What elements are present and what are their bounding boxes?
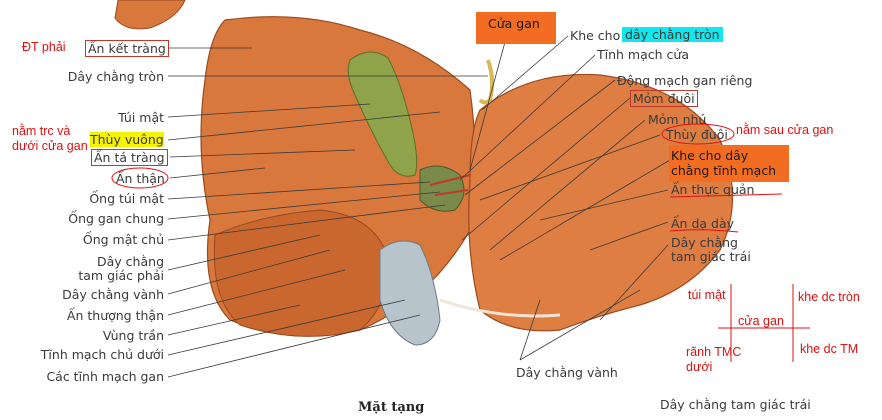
label-tinh-mach-cua: Tĩnh mạch cửa xyxy=(597,47,689,62)
annotation-khe-dc-tm: khe dc TM xyxy=(800,342,859,356)
bare-area xyxy=(213,209,388,337)
inferior-vena-cava xyxy=(379,240,441,346)
label-thuy-duoi: Thùy đuôi xyxy=(666,127,728,142)
label-khe-cho-day-chang-tinh-mach-line1: Khe cho dây xyxy=(671,148,749,163)
label-khe-cho-day-chang-tinh-mach-line2: chằng tĩnh mạch xyxy=(671,163,777,178)
label-ong-tui-mat: Ống túi mật xyxy=(89,191,164,206)
label-day-chang-tam-giac-phai-1: Dây chằng xyxy=(97,254,164,269)
label-day-chang-tam-giac-trai-bottom: Dây chằng tam giác trái xyxy=(660,397,811,412)
label-vung-tran: Vùng trần xyxy=(102,328,164,343)
leader-lines-right xyxy=(459,35,671,361)
hilum-structures xyxy=(419,165,465,212)
round-ligament xyxy=(478,59,495,105)
annotation-nam-trc-1: nằm trc và xyxy=(12,124,71,138)
gallbladder xyxy=(347,51,418,177)
an-than-ellipse xyxy=(111,167,169,189)
diagram-title: Mặt tạng xyxy=(358,400,425,415)
label-day-chang-vanh-bottom: Dây chằng vành xyxy=(516,365,618,380)
label-mom-nhu: Mỏm nhú xyxy=(648,112,707,127)
label-day-chang-tam-giac-trai-2: tam giác trái xyxy=(671,249,751,264)
annotation-nam-sau: nằm sau cửa gan xyxy=(736,123,834,137)
label-mom-duoi: Mỏm đuôi xyxy=(630,90,698,107)
label-cac-tinh-mach-gan: Các tĩnh mạch gan xyxy=(46,369,164,384)
label-an-ta-trang: Ấn tá tràng xyxy=(91,149,168,166)
annotation-cua-gan: cửa gan xyxy=(738,314,784,328)
label-day-chang-vanh: Dây chằng vành xyxy=(62,287,164,302)
label-khe-cho-day-chang-tron: dây chằng tròn xyxy=(622,27,723,42)
an-da-day-underline xyxy=(669,229,739,233)
label-an-thuc-quan: Ấn thực quản xyxy=(671,182,755,197)
label-an-than: Ấn thận xyxy=(116,171,165,186)
thuy-duoi-ellipse xyxy=(661,123,735,145)
annotation-ranh-tmc-2: dưới xyxy=(686,360,713,374)
coronary-ligament xyxy=(439,298,561,318)
label-tinh-mach-chu-duoi: Tĩnh mạch chủ dưới xyxy=(40,347,164,362)
leader-lines-left xyxy=(167,47,488,378)
label-ong-gan-chung: Ống gan chung xyxy=(68,211,164,226)
annotation-dt-phai: ĐT phải xyxy=(22,40,66,54)
label-cua-gan: Cửa gan xyxy=(476,12,556,44)
label-an-da-day: Ấn dạ dày xyxy=(671,216,735,231)
label-day-chang-tam-giac-phai-2: tam giác phải xyxy=(78,268,164,283)
label-dong-mach-gan-rieng: Động mạch gan riêng xyxy=(617,73,753,88)
label-khe-cho: Khe cho xyxy=(570,28,621,43)
label-tui-mat: Túi mật xyxy=(118,110,164,125)
hilum-cross-diagram xyxy=(718,284,810,362)
label-thuy-vuong: Thùy vuông xyxy=(90,132,164,147)
label-ong-mat-chu: Ống mật chủ xyxy=(82,232,164,247)
label-day-chang-tam-giac-trai-1: Dây chằng xyxy=(671,235,738,250)
label-khe-cho-day-chang-tinh-mach: Khe cho dây chằng tĩnh mạch xyxy=(669,145,789,182)
annotation-ranh-tmc-1: rãnh TMC xyxy=(686,345,742,359)
label-an-thuong-than: Ấn thượng thận xyxy=(66,308,164,323)
annotation-tui-mat: túi mật xyxy=(688,288,726,302)
label-day-chang-tron: Dây chằng tròn xyxy=(67,69,164,84)
annotation-khe-dc-tron: khe dc tròn xyxy=(798,290,860,304)
gallbladder-fragment-top xyxy=(114,0,186,30)
annotation-nam-trc-2: dưới cửa gan xyxy=(12,139,88,153)
label-an-ket-trang: Ấn kết tràng xyxy=(85,40,169,57)
an-thuc-quan-underline xyxy=(669,193,783,198)
